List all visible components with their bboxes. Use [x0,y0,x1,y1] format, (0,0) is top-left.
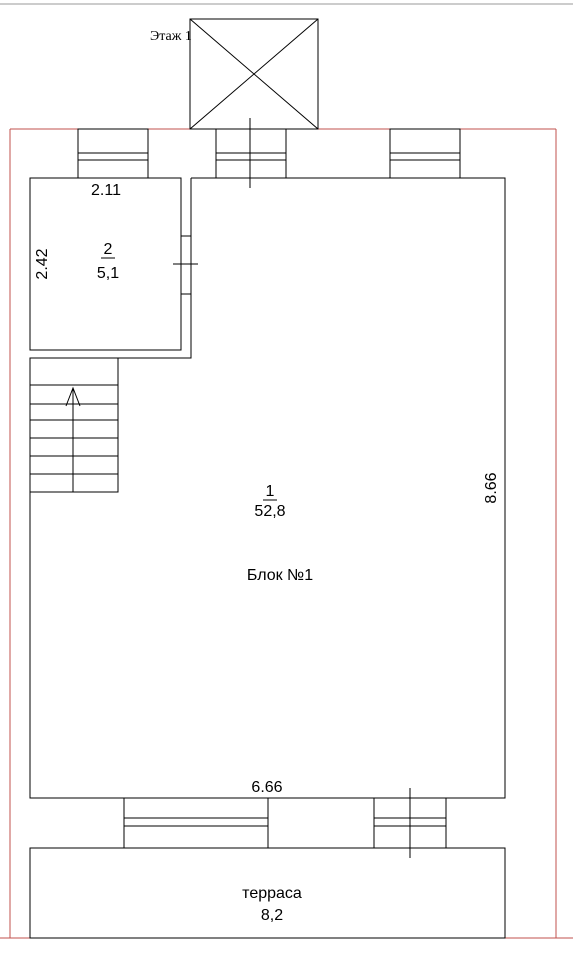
room2-area: 5,1 [97,265,119,282]
terrace-area: 8,2 [261,907,283,924]
room1-area: 52,8 [254,503,285,520]
room2-number: 2 [104,241,113,258]
shaft-box [189,18,319,130]
dim-room1-width: 6.66 [251,779,282,796]
building-outline [0,128,573,939]
staircase [29,357,119,493]
dim-room2-width: 2.11 [91,182,121,199]
room2-door [173,235,198,295]
room1-number: 1 [266,483,275,500]
dim-room1-height: 8.66 [483,472,500,503]
terrace-name: терраса [242,885,302,902]
bottom-windows [123,788,447,858]
room1-name: Блок №1 [247,567,313,584]
floor-label: Этаж 1 [150,29,192,44]
dim-room2-height: 2.42 [34,248,51,279]
top-windows [77,128,461,179]
